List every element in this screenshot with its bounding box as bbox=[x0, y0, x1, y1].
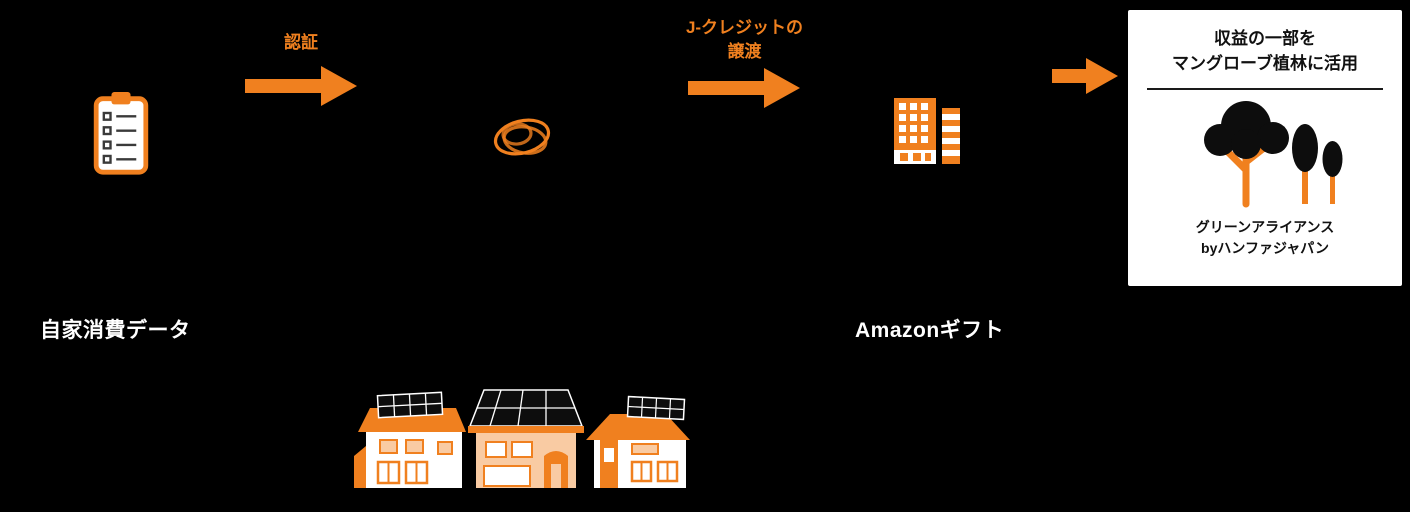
card-divider bbox=[1147, 88, 1383, 90]
arrow-right-icon bbox=[1052, 56, 1118, 96]
info-card: 収益の一部を マングローブ植林に活用 bbox=[1128, 10, 1402, 286]
card-title-line2: マングローブ植林に活用 bbox=[1172, 54, 1358, 73]
step1-label: 自家消費データ bbox=[40, 319, 191, 342]
card-footer-line2: byハンファジャパン bbox=[1201, 240, 1329, 256]
card-title: 収益の一部を マングローブ植林に活用 bbox=[1172, 26, 1358, 76]
scribble-circles-logo bbox=[486, 107, 558, 169]
arrow2-label-line2: 譲渡 bbox=[727, 42, 762, 61]
arrow-right-icon bbox=[688, 66, 800, 110]
clipboard-icon bbox=[92, 92, 150, 176]
solar-houses-illustration bbox=[348, 382, 692, 494]
card-footer-line1: グリーンアライアンス bbox=[1195, 219, 1335, 235]
arrow2-label: J-クレジットの 譲渡 bbox=[672, 16, 817, 64]
mangrove-trees-illustration bbox=[1180, 96, 1350, 211]
office-building-icon bbox=[886, 94, 970, 176]
arrow1-label: 認証 bbox=[284, 33, 318, 52]
step3-label: Amazonギフト bbox=[855, 319, 1005, 342]
arrow-right-icon bbox=[245, 64, 357, 108]
card-title-line1: 収益の一部を bbox=[1213, 29, 1316, 48]
card-footer: グリーンアライアンス byハンファジャパン bbox=[1196, 217, 1334, 259]
arrow2-label-line1: J-クレジットの bbox=[685, 18, 804, 37]
